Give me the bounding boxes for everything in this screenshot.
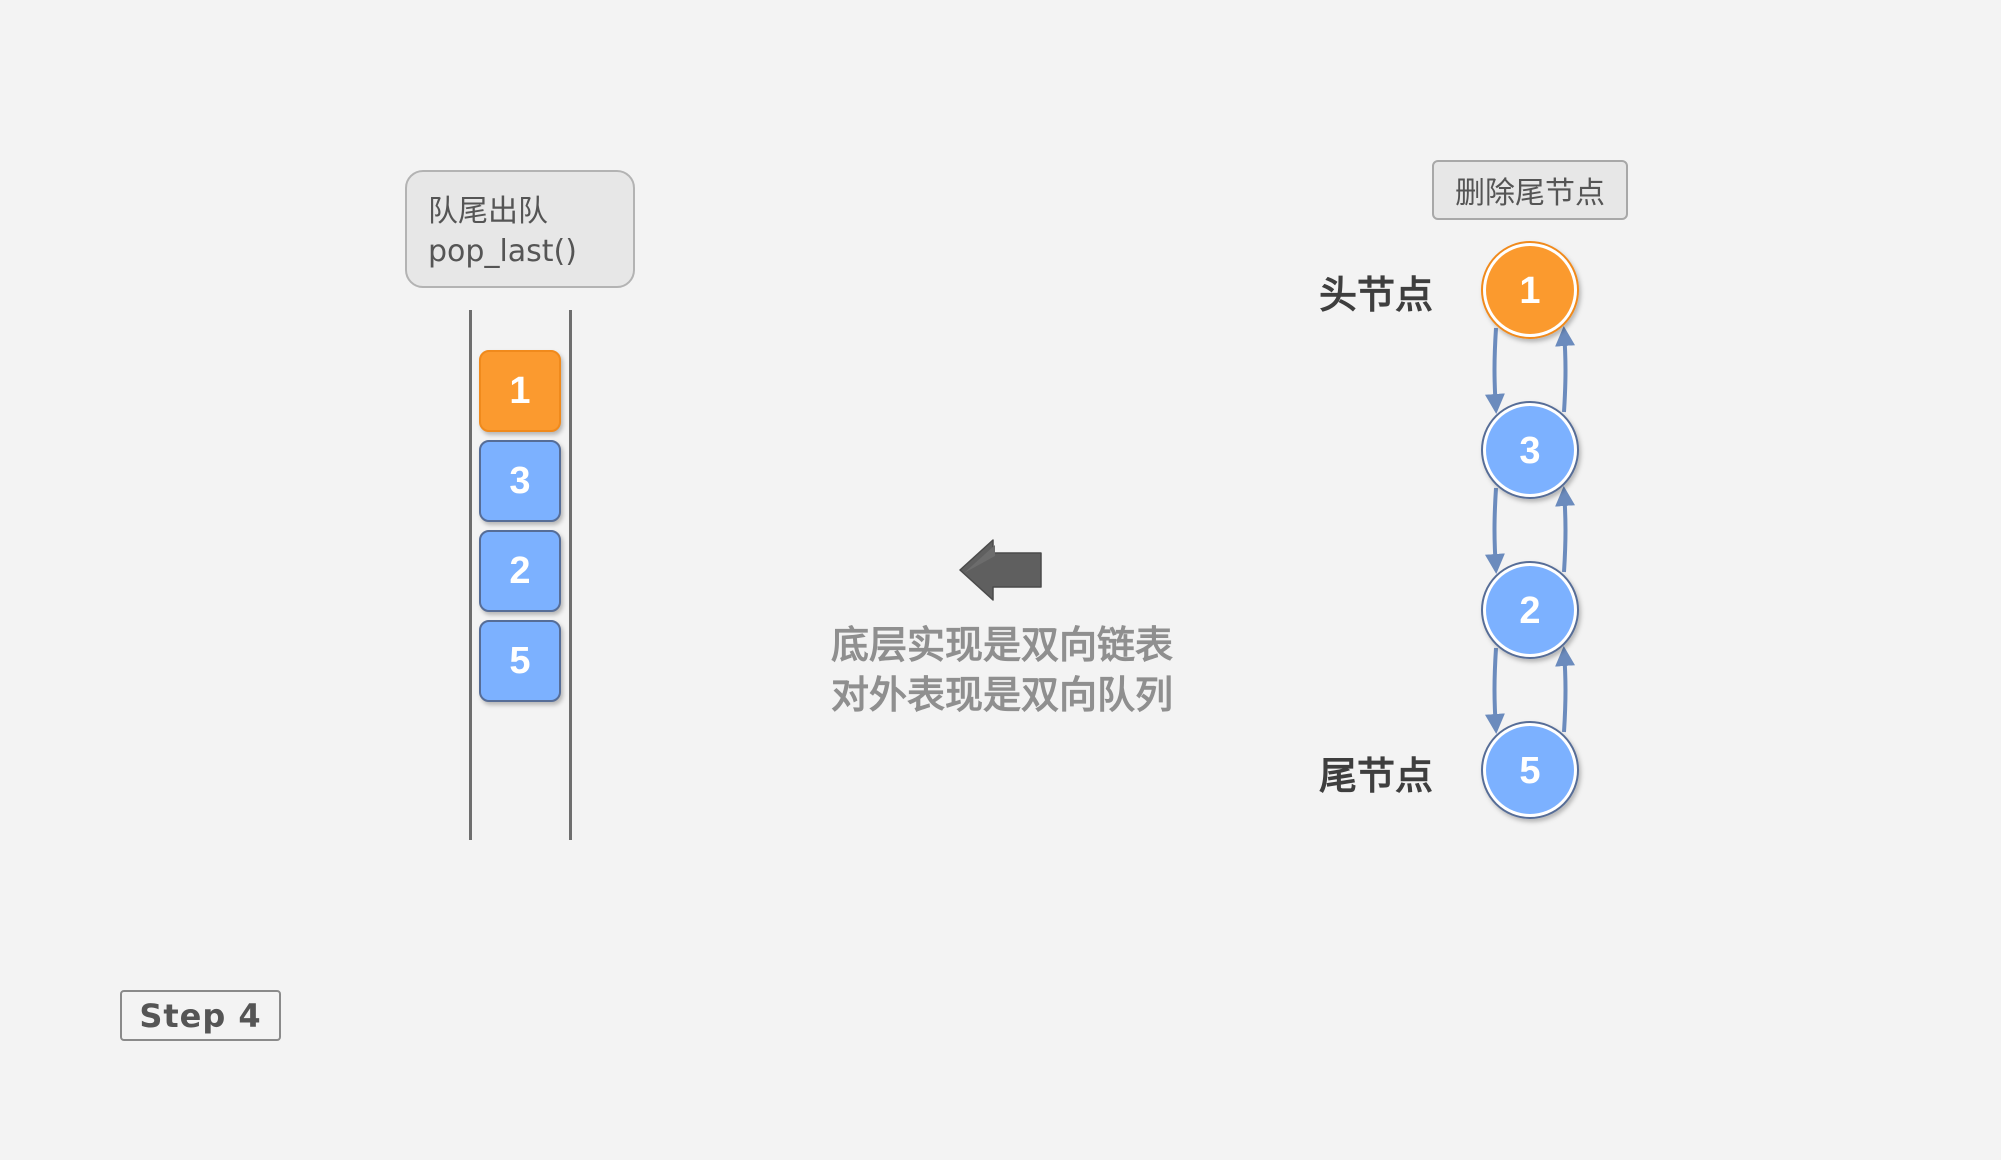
deque-cell-value: 3	[509, 459, 531, 502]
head-node-label: 头节点	[1318, 273, 1433, 317]
list-node-value: 3	[1519, 430, 1540, 472]
list-node-value: 2	[1519, 590, 1540, 632]
deque-cell-value: 5	[509, 639, 531, 682]
deque-cell-value: 2	[509, 549, 531, 592]
next-link-1	[1484, 327, 1505, 414]
linked-list-diagram: 1 3 2 5	[1481, 241, 1579, 819]
list-node-value: 5	[1519, 750, 1540, 792]
caption-line-1: 底层实现是双向链表	[830, 623, 1173, 667]
caption-line-2: 对外表现是双向队列	[830, 673, 1173, 717]
next-link-2	[1484, 487, 1505, 574]
list-node-head: 1	[1481, 241, 1579, 339]
explanation-caption: 底层实现是双向链表 对外表现是双向队列	[780, 620, 1224, 720]
deque-cell: 2	[479, 530, 561, 612]
operation-label-box: 队尾出队 pop_last()	[405, 170, 635, 288]
deque-right-rail	[569, 310, 572, 840]
prev-link-1	[1555, 326, 1576, 413]
left-arrow-icon	[959, 539, 1042, 601]
operation-tag-text: 删除尾节点	[1455, 176, 1605, 211]
tail-node-label: 尾节点	[1318, 754, 1433, 798]
operation-tag: 删除尾节点	[1432, 160, 1628, 220]
step-badge: Step 4	[120, 990, 281, 1041]
deque-cell: 3	[479, 440, 561, 522]
list-node-value: 1	[1519, 270, 1540, 312]
operation-method: pop_last()	[428, 234, 577, 269]
prev-link-2	[1555, 486, 1576, 573]
prev-link-3	[1555, 646, 1576, 733]
deque-left-rail	[469, 310, 472, 840]
operation-name: 队尾出队	[428, 194, 548, 229]
next-link-3	[1484, 647, 1505, 734]
deque-cell-value: 1	[509, 369, 531, 412]
list-node: 3	[1481, 401, 1579, 499]
list-node: 2	[1481, 561, 1579, 659]
step-label: Step 4	[139, 996, 262, 1035]
deque-cell-rear: 5	[479, 620, 561, 702]
deque-cell-front: 1	[479, 350, 561, 432]
list-node-tail: 5	[1481, 721, 1579, 819]
